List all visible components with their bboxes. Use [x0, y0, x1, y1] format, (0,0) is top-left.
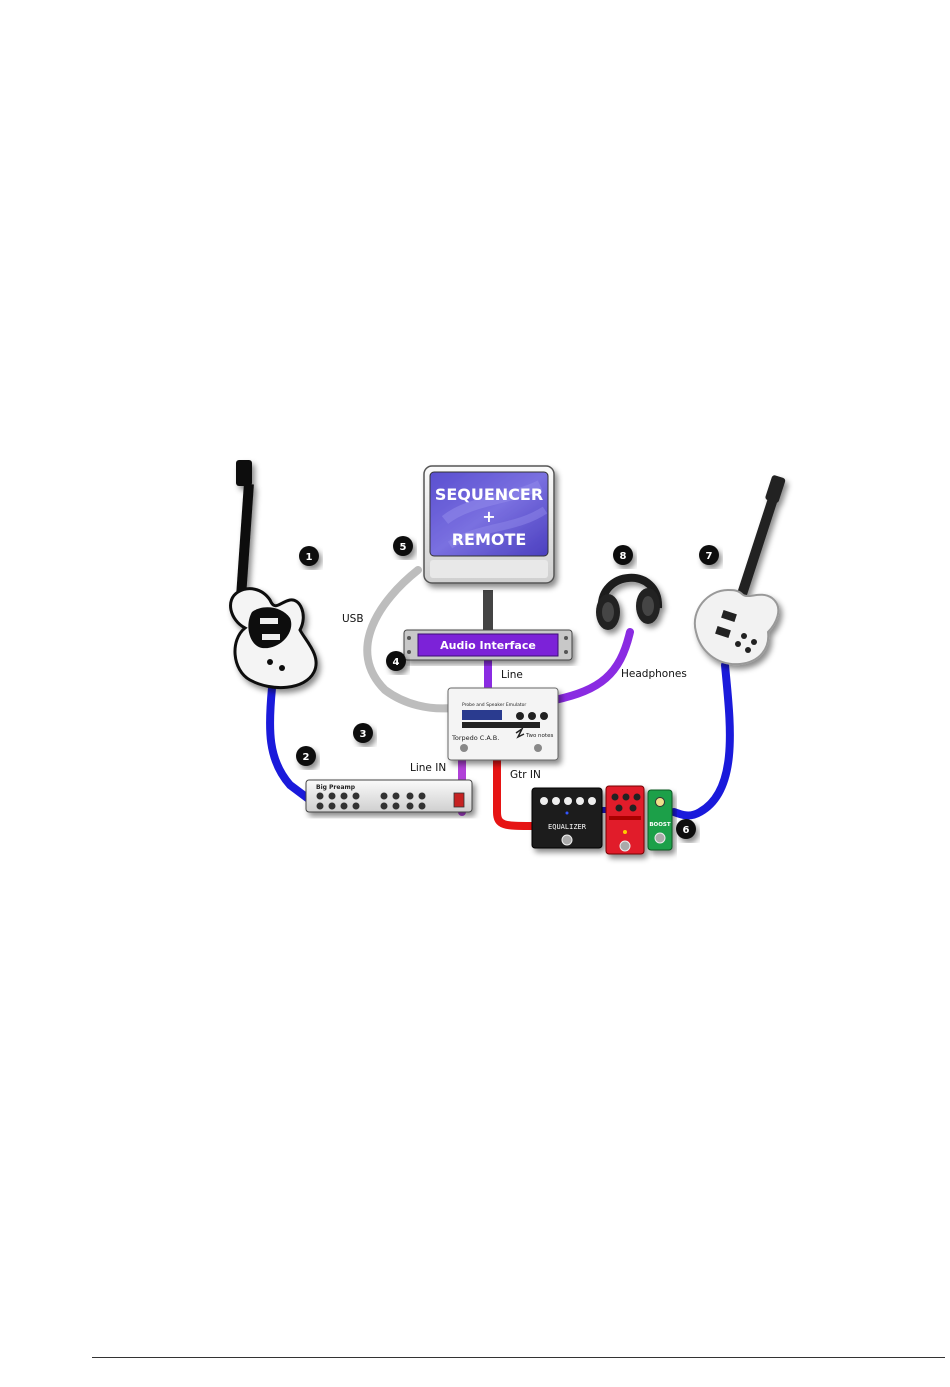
bass-guitar — [231, 460, 317, 688]
monitor-line1: SEQUENCER — [435, 485, 543, 504]
svg-text:7: 7 — [706, 551, 713, 562]
bass-to-preamp-cable — [270, 688, 310, 800]
svg-text:2: 2 — [303, 752, 310, 763]
monitor-line3: REMOTE — [452, 530, 527, 549]
headphones — [596, 578, 660, 630]
electric-guitar — [695, 475, 786, 665]
badge-2: 2 — [296, 746, 316, 766]
svg-text:4: 4 — [393, 657, 400, 668]
badge-6: 6 — [676, 819, 696, 839]
torpedo-panel-label: Probe and Speaker Emulator — [462, 702, 526, 708]
badge-3: 3 — [353, 723, 373, 743]
torpedo-cab — [448, 688, 558, 760]
gtr-in-label: Gtr IN — [510, 769, 541, 781]
svg-text:3: 3 — [360, 729, 367, 740]
svg-text:5: 5 — [400, 542, 407, 553]
svg-text:1: 1 — [306, 552, 313, 563]
line-in-label: Line IN — [410, 762, 446, 774]
boost-label: BOOST — [649, 822, 671, 828]
badge-8: 8 — [613, 545, 633, 565]
monitor-line2: + — [482, 507, 495, 526]
badge-1: 1 — [299, 546, 319, 566]
preamp-label: Big Preamp — [316, 784, 356, 791]
guitar-to-boost-cable — [674, 665, 730, 815]
torpedo-brand: Two notes — [525, 733, 553, 739]
equalizer-label: EQUALIZER — [548, 823, 587, 831]
usb-label: USB — [342, 613, 364, 625]
audio-interface-label: Audio Interface — [440, 639, 536, 652]
torpedo-model: Torpedo C.A.B. — [451, 734, 499, 742]
fuzz-pedal — [606, 786, 644, 854]
badge-7: 7 — [699, 545, 719, 565]
svg-text:8: 8 — [620, 551, 627, 562]
line-label: Line — [501, 669, 523, 681]
equalizer-pedal — [532, 788, 602, 848]
svg-text:6: 6 — [683, 825, 690, 836]
badge-5: 5 — [393, 536, 413, 556]
boost-pedal — [648, 790, 672, 850]
badge-4: 4 — [386, 651, 406, 671]
footer-rule — [92, 1357, 945, 1358]
headphones-label: Headphones — [621, 668, 687, 680]
